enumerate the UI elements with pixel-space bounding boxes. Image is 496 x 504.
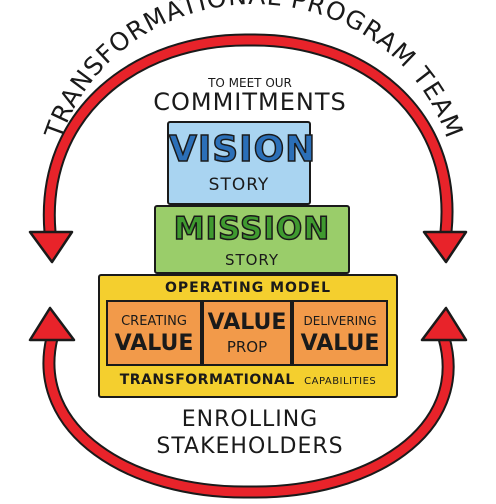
capabilities-footer-main: TRANSFORMATIONAL: [119, 372, 295, 388]
creating-value-line2: VALUE: [114, 331, 194, 356]
lower-arrow-band-fill: [44, 333, 453, 497]
value-prop-line2: PROP: [226, 338, 268, 356]
vision-title: VISION: [168, 128, 317, 171]
creating-value-line1: CREATING: [121, 314, 187, 329]
left-up-arrowhead: [28, 306, 76, 342]
delivering-value-line1: DELIVERING: [303, 314, 377, 328]
mission-subtitle: STORY: [224, 251, 280, 269]
vision-subtitle: STORY: [208, 175, 270, 195]
mission-title: MISSION: [173, 210, 331, 248]
delivering-value-cell: DELIVERING VALUE: [292, 300, 388, 366]
right-down-arrowhead: [422, 230, 468, 264]
value-prop-cell: VALUE PROP: [202, 300, 292, 366]
creating-value-cell: CREATING VALUE: [106, 300, 202, 366]
vision-story-box: VISION STORY: [167, 121, 317, 205]
top-label-line1: TO MEET OUR: [208, 76, 292, 90]
delivering-value-line2: VALUE: [300, 331, 380, 356]
mission-story-box: MISSION STORY: [154, 205, 350, 274]
top-label-line2: COMMITMENTS: [153, 88, 347, 116]
operating-model-box: OPERATING MODEL CREATING VALUE VALUE PRO…: [98, 274, 398, 398]
upper-arrow-band-fill: [44, 35, 452, 237]
bottom-label-line1: ENROLLING: [181, 407, 319, 432]
right-up-arrowhead: [420, 306, 468, 342]
operating-model-header: OPERATING MODEL: [164, 280, 332, 296]
left-down-arrowhead: [28, 230, 74, 264]
bottom-label-line2: STAKEHOLDERS: [156, 434, 344, 459]
capabilities-footer: TRANSFORMATIONAL CAPABILITIES: [100, 372, 396, 388]
value-prop-line1: VALUE: [207, 310, 287, 335]
capabilities-footer-small: CAPABILITIES: [304, 376, 377, 387]
